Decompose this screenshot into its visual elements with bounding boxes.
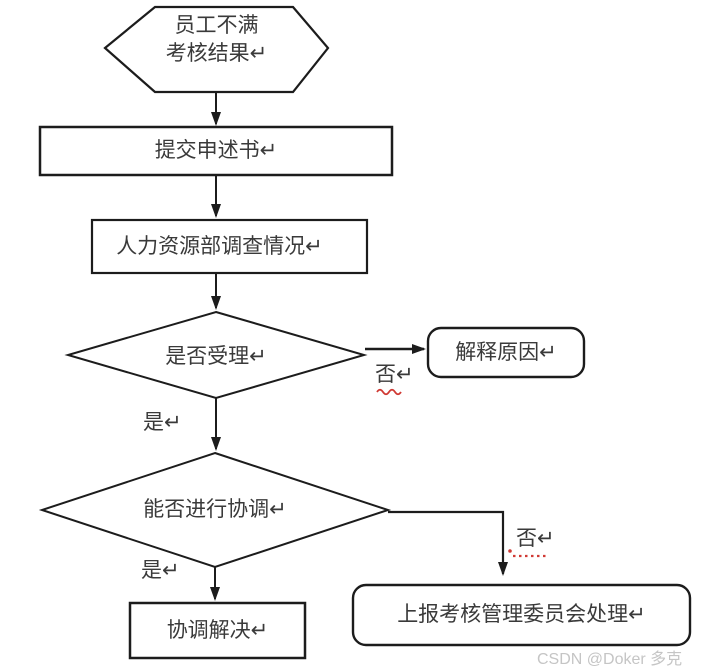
start-hexagon [103,5,330,94]
submit-process-box [38,125,394,177]
csdn-watermark: CSDN @Doker 多克 [537,651,683,668]
investigate-process-box [90,218,369,275]
resolve-process-box [128,601,307,660]
accept-decision-diamond [64,310,368,400]
edge-coordinate-no-to-report [388,510,508,576]
spellcheck-dot [508,549,512,553]
report-result-box [351,583,692,647]
explain-result-box [426,326,586,379]
coordinate-decision-diamond [38,451,392,569]
spellcheck-wavy-underline [376,388,402,396]
